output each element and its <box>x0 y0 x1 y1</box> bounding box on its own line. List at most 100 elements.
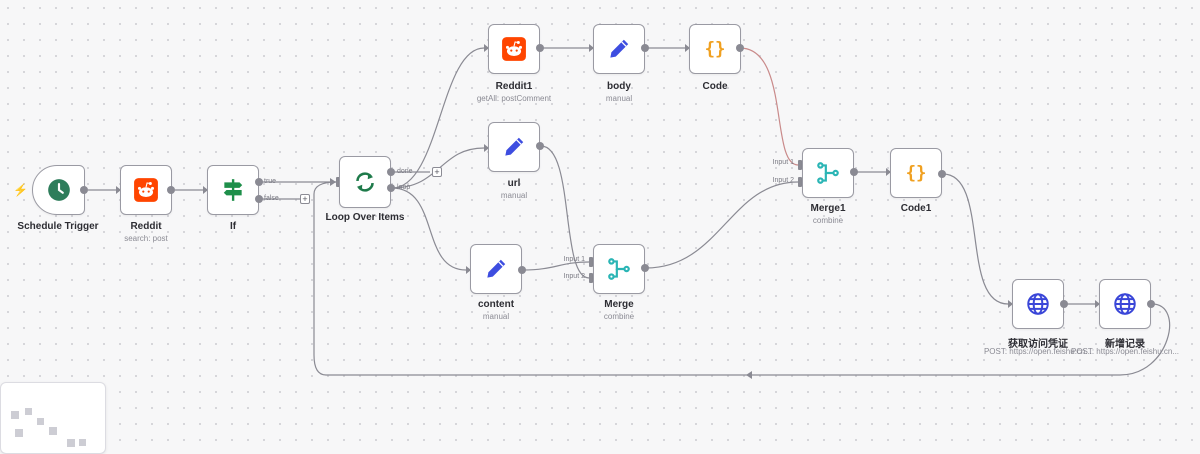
node-title: content <box>477 299 515 310</box>
true-output-port[interactable] <box>255 178 263 186</box>
node-title: 获取访问凭证 <box>1008 339 1068 350</box>
svg-text:{}: {} <box>705 39 726 59</box>
output-port[interactable] <box>938 170 946 178</box>
node-code[interactable]: {} <box>689 24 741 74</box>
node-subtitle: combine <box>603 312 635 321</box>
edge-merge-merge1 <box>645 181 799 269</box>
node-subtitle: manual <box>500 191 528 200</box>
node-title: 新增记录 <box>1105 339 1145 350</box>
signpost-icon <box>220 177 246 203</box>
output-port[interactable] <box>536 142 544 150</box>
port-label-input-1: Input 1 <box>563 256 585 263</box>
minimap-node <box>67 439 75 447</box>
loop-output-port[interactable] <box>387 184 395 192</box>
edge-code1-token <box>942 173 1009 305</box>
node-title: Reddit1 <box>495 81 533 92</box>
output-port[interactable] <box>641 44 649 52</box>
node-add-record[interactable] <box>1099 279 1151 329</box>
pen-icon <box>606 36 632 62</box>
minimap-node <box>37 418 44 425</box>
node-reddit[interactable] <box>120 165 172 215</box>
input-port-2[interactable] <box>798 177 802 187</box>
port-label-loop: loop <box>397 184 411 191</box>
port-label-done: done <box>397 168 413 175</box>
node-content[interactable] <box>470 244 522 294</box>
clock-icon <box>46 177 72 203</box>
port-label-true: true <box>264 178 277 185</box>
node-subtitle: getAll: postComment <box>476 94 552 103</box>
edge-record-loopback <box>313 181 1171 376</box>
output-port[interactable] <box>736 44 744 52</box>
reddit-icon <box>501 36 527 62</box>
minimap-node <box>15 429 23 437</box>
merge-icon <box>606 256 632 282</box>
minimap-node <box>79 439 86 446</box>
merge-icon <box>815 160 841 186</box>
output-port[interactable] <box>641 264 649 272</box>
node-title: Merge1 <box>810 203 846 214</box>
node-subtitle: POST: https://open.feishu.cn... <box>983 347 1093 356</box>
output-port[interactable] <box>536 44 544 52</box>
port-label-input-2: Input 2 <box>772 177 794 184</box>
add-node-false-button[interactable]: + <box>300 194 310 204</box>
minimap-node <box>25 408 32 415</box>
edge-loop-reddit1 <box>391 47 485 189</box>
done-output-port[interactable] <box>387 168 395 176</box>
node-subtitle: POST: https://open.feishu.cn... <box>1070 347 1180 356</box>
node-loop-over-items[interactable] <box>339 156 391 208</box>
trigger-bolt-icon: ⚡ <box>13 183 28 197</box>
node-title: Merge <box>604 299 634 310</box>
code-icon: {} <box>903 160 929 186</box>
minimap-node <box>11 411 19 419</box>
edge-content-merge <box>522 261 590 271</box>
node-title: Schedule Trigger <box>17 221 99 232</box>
node-schedule-trigger[interactable] <box>32 165 85 215</box>
output-port[interactable] <box>1147 300 1155 308</box>
node-title: Code1 <box>900 203 932 214</box>
output-port[interactable] <box>80 186 88 194</box>
node-subtitle: manual <box>482 312 510 321</box>
port-label-false: false <box>264 195 279 202</box>
node-url[interactable] <box>488 122 540 172</box>
input-port-2[interactable] <box>589 273 593 283</box>
node-get-access-token[interactable] <box>1012 279 1064 329</box>
output-port[interactable] <box>850 168 858 176</box>
node-body[interactable] <box>593 24 645 74</box>
port-label-input-2: Input 2 <box>563 273 585 280</box>
globe-icon <box>1025 291 1051 317</box>
node-merge[interactable] <box>593 244 645 294</box>
globe-icon <box>1112 291 1138 317</box>
node-code1[interactable]: {} <box>890 148 942 198</box>
node-subtitle: combine <box>812 216 844 225</box>
node-title: url <box>507 178 521 189</box>
edge-loop-content <box>391 187 467 271</box>
node-merge1[interactable] <box>802 148 854 198</box>
add-node-done-button[interactable]: + <box>432 167 442 177</box>
node-title: Reddit <box>130 221 162 232</box>
output-port[interactable] <box>518 266 526 274</box>
loop-icon <box>352 169 378 195</box>
input-port-1[interactable] <box>798 160 802 170</box>
pen-icon <box>501 134 527 160</box>
edge-url-merge <box>540 145 590 279</box>
code-icon: {} <box>702 36 728 62</box>
node-title: Code <box>702 81 728 92</box>
svg-text:{}: {} <box>906 163 927 183</box>
node-title: body <box>607 81 631 92</box>
input-port-1[interactable] <box>589 257 593 267</box>
edge-code-merge1 <box>739 47 799 166</box>
port-label-input-1: Input 1 <box>772 159 794 166</box>
node-title: If <box>229 221 237 232</box>
node-subtitle: manual <box>605 94 633 103</box>
reddit-icon <box>133 177 159 203</box>
pen-icon <box>483 256 509 282</box>
minimap[interactable] <box>0 382 106 454</box>
node-if[interactable] <box>207 165 259 215</box>
output-port[interactable] <box>167 186 175 194</box>
node-reddit1[interactable] <box>488 24 540 74</box>
false-output-port[interactable] <box>255 195 263 203</box>
output-port[interactable] <box>1060 300 1068 308</box>
input-port[interactable] <box>336 177 340 187</box>
